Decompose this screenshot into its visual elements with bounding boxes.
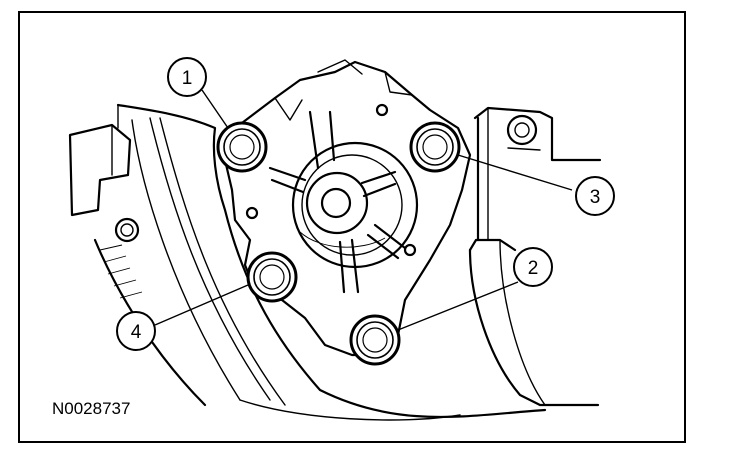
leader-1 <box>201 89 229 129</box>
bolt-1 <box>216 121 268 173</box>
engine-drawing <box>68 59 602 421</box>
bolt-3 <box>409 121 461 173</box>
figure-id: N0028737 <box>52 399 130 418</box>
leader-2 <box>397 281 519 331</box>
callout-3-label: 3 <box>590 187 601 208</box>
bolt-2 <box>349 314 401 366</box>
callout-4-label: 4 <box>131 322 142 343</box>
leader-3 <box>457 154 573 191</box>
figure-frame <box>18 11 686 443</box>
leader-4 <box>154 284 249 326</box>
callout-2-label: 2 <box>528 258 539 279</box>
callout-1: 1 <box>167 57 207 97</box>
callout-2: 2 <box>513 247 553 287</box>
callout-4: 4 <box>116 311 156 351</box>
bolt-4 <box>246 251 298 303</box>
callout-3: 3 <box>575 176 615 216</box>
callout-1-label: 1 <box>182 68 193 89</box>
